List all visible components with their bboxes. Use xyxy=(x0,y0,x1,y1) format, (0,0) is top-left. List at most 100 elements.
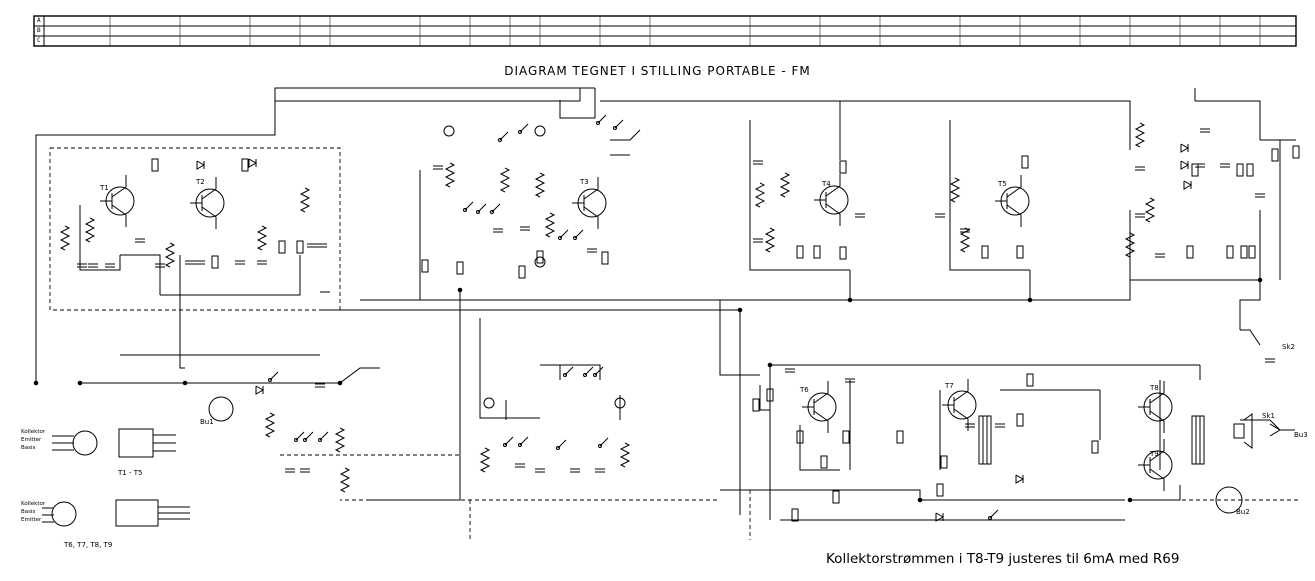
resistor-symbol xyxy=(296,240,304,254)
resistor-symbol xyxy=(896,430,904,444)
coil-symbol xyxy=(334,427,346,453)
resistor-symbol xyxy=(796,245,804,259)
resistor-symbol xyxy=(151,158,159,172)
screen-line xyxy=(280,454,461,501)
socket-bu1 xyxy=(208,396,234,422)
diode-symbol xyxy=(248,158,258,168)
wire xyxy=(559,88,596,119)
resistor-symbol xyxy=(813,245,821,259)
switch-blade xyxy=(599,437,609,447)
resistor-symbol xyxy=(1248,245,1256,259)
transformer-symbol xyxy=(978,415,992,465)
screen-line xyxy=(49,147,341,311)
resistor-symbol xyxy=(791,508,799,522)
coil-symbol xyxy=(959,227,971,253)
connector-label-sk2: Sk2 xyxy=(1282,343,1295,351)
switch-blade xyxy=(295,431,305,441)
coil-symbol xyxy=(444,162,456,188)
switch-contact xyxy=(294,438,298,442)
strip-row-a: A xyxy=(37,17,41,24)
transistor-collector xyxy=(1149,381,1165,404)
transistor-emitter xyxy=(201,206,217,229)
wire xyxy=(1240,329,1261,346)
junction-dot xyxy=(33,380,39,386)
resistor-symbol xyxy=(839,246,847,260)
transistor-emitter xyxy=(111,204,127,227)
connector-label-sk1: Sk1 xyxy=(1262,412,1275,420)
transistor-label-t8: T8 xyxy=(1150,384,1159,392)
junction-dot xyxy=(337,380,343,386)
switch-blade xyxy=(557,439,567,449)
resistor-symbol xyxy=(1021,155,1029,169)
wire xyxy=(479,318,540,419)
pinout-body xyxy=(115,499,159,527)
transistor-label-t7: T7 xyxy=(945,382,954,390)
transistor-collector xyxy=(953,379,969,402)
transistor-emitter xyxy=(1149,468,1165,491)
transistor-emitter xyxy=(1006,204,1022,227)
resistor-symbol xyxy=(536,250,544,264)
wire xyxy=(720,280,1131,301)
switch-contact xyxy=(596,121,600,125)
coil-symbol xyxy=(499,167,511,193)
wire xyxy=(610,129,641,141)
switch-blade xyxy=(519,123,529,133)
resistor-symbol xyxy=(1292,145,1300,159)
switch-contact xyxy=(498,138,502,142)
resistor-symbol xyxy=(1091,440,1099,454)
pinout-legend-1-caption: T1 - T5 xyxy=(118,469,143,477)
coil-symbol xyxy=(256,225,268,251)
switch-blade xyxy=(504,436,514,446)
coil-symbol xyxy=(544,212,556,238)
wire xyxy=(799,425,840,471)
junction-dot xyxy=(847,297,853,303)
resistor-symbol xyxy=(936,483,944,497)
resistor-symbol xyxy=(518,265,526,279)
switch-blade xyxy=(614,119,624,129)
transistor-collector xyxy=(1006,175,1022,198)
resistor-symbol xyxy=(211,255,219,269)
wire xyxy=(759,385,770,411)
adjustment-note: Kollektorstrømmen i T8-T9 justeres til 6… xyxy=(826,551,1180,567)
coil-symbol xyxy=(779,172,791,198)
wire xyxy=(179,255,185,369)
resistor-symbol xyxy=(1246,163,1254,177)
resistor-symbol xyxy=(842,430,850,444)
test-point xyxy=(443,125,455,137)
transistor-label-t1: T1 xyxy=(100,184,109,192)
resistor-symbol xyxy=(981,245,989,259)
coil-symbol xyxy=(619,442,631,468)
switch-contact xyxy=(573,236,577,240)
junction-dot xyxy=(737,307,743,313)
switch-contact xyxy=(988,516,992,520)
switch-blade xyxy=(559,229,569,239)
transistor-label-t5: T5 xyxy=(998,180,1007,188)
coil-symbol xyxy=(164,242,176,268)
switch-contact xyxy=(613,126,617,130)
transistor-collector xyxy=(111,175,127,198)
coil-symbol xyxy=(1124,232,1136,258)
diode-symbol xyxy=(196,160,206,170)
junction-dot xyxy=(457,287,463,293)
resistor-symbol xyxy=(1016,245,1024,259)
transistor-collector xyxy=(813,381,829,404)
switch-contact xyxy=(563,373,567,377)
wire xyxy=(820,100,1131,150)
diode-symbol xyxy=(1180,160,1190,170)
test-point xyxy=(534,256,546,268)
coil-symbol xyxy=(84,217,96,243)
resistor-symbol xyxy=(839,160,847,174)
switch-blade xyxy=(499,131,509,141)
test-point xyxy=(614,397,626,409)
transistor-label-t6: T6 xyxy=(800,386,809,394)
coil-symbol xyxy=(534,172,546,198)
wire xyxy=(360,299,760,376)
transistor-label-t3: T3 xyxy=(580,178,589,186)
switch-blade xyxy=(491,203,501,213)
transistor-collector xyxy=(825,174,841,197)
transistor-emitter xyxy=(953,408,969,431)
transformer-symbol xyxy=(1191,415,1205,465)
switch-contact xyxy=(556,446,560,450)
pinout-legend-2-pins: Kollektor Basis Emitter xyxy=(21,501,46,523)
